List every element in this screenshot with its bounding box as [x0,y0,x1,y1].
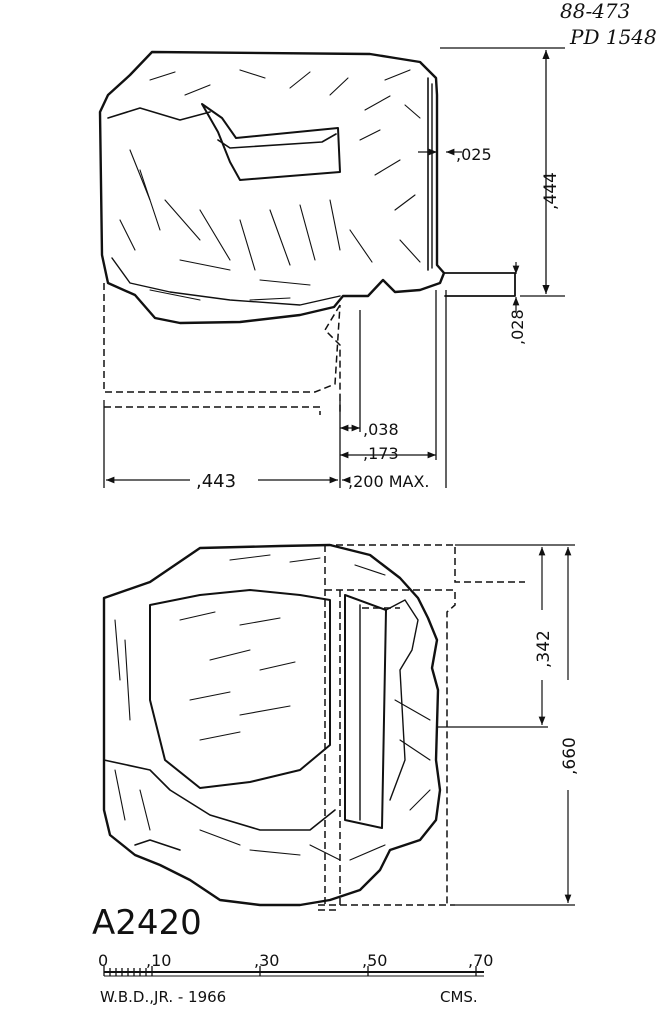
dim-label-342: ,342 [534,630,554,668]
stone-outline-top [98,50,446,325]
hidden-line-top [325,544,525,583]
scale-tick-70: ,70 [468,951,493,970]
bowl-lower-chip [134,839,181,851]
step-profile [443,272,516,297]
dim-label-200: ,200 MAX. [348,472,430,491]
dim-label-028: ,028 [508,309,527,345]
scale-tick-10: ,10 [146,951,171,970]
specimen-id: A2420 [92,903,202,943]
hidden-line-base [103,283,341,393]
scale-units: CMS. [440,988,478,1006]
hidden-line-notch [324,304,341,415]
top-view: ,444 ,025 ,028 ,038 ,173 ,443 ,200 MAX. [98,47,565,492]
catalog-pd-number: PD 1548 [569,25,657,49]
dim-label-025: ,025 [456,145,492,164]
scale-tick-0: 0 [98,951,108,970]
socket-inner-edge [217,133,337,149]
hidden-line-right [325,589,456,905]
stone-outline-bottom [102,543,442,907]
scale-tick-50: ,50 [362,951,387,970]
dim-label-660: ,660 [560,737,580,775]
dim-label-038: ,038 [363,420,399,439]
stone-texture-top [119,69,421,301]
hidden-line-base-2 [104,406,321,415]
catalog-number: 88-473 [560,0,630,23]
dim-label-443: ,443 [196,471,236,492]
stone-lower-contour [111,257,341,306]
dim-label-444: ,444 [541,172,561,210]
bowl-inner-edge [149,589,331,789]
dim-label-173: ,173 [363,444,399,463]
scale-minor-ticks [103,966,477,976]
scale-tick-30: ,30 [254,951,279,970]
channel-slot [344,594,387,829]
bottom-view: ,342 ,660 [102,543,580,911]
stone-rim-line [107,107,211,121]
scale-bar: 0 ,10 ,30 ,50 ,70 W.B.D.,JR. - 1966 CMS. [98,951,493,1006]
draftsman-credit: W.B.D.,JR. - 1966 [100,988,226,1006]
bowl-lower-rim [103,759,336,831]
channel-right-wall [385,599,419,801]
stone-texture-bottom [114,554,431,861]
